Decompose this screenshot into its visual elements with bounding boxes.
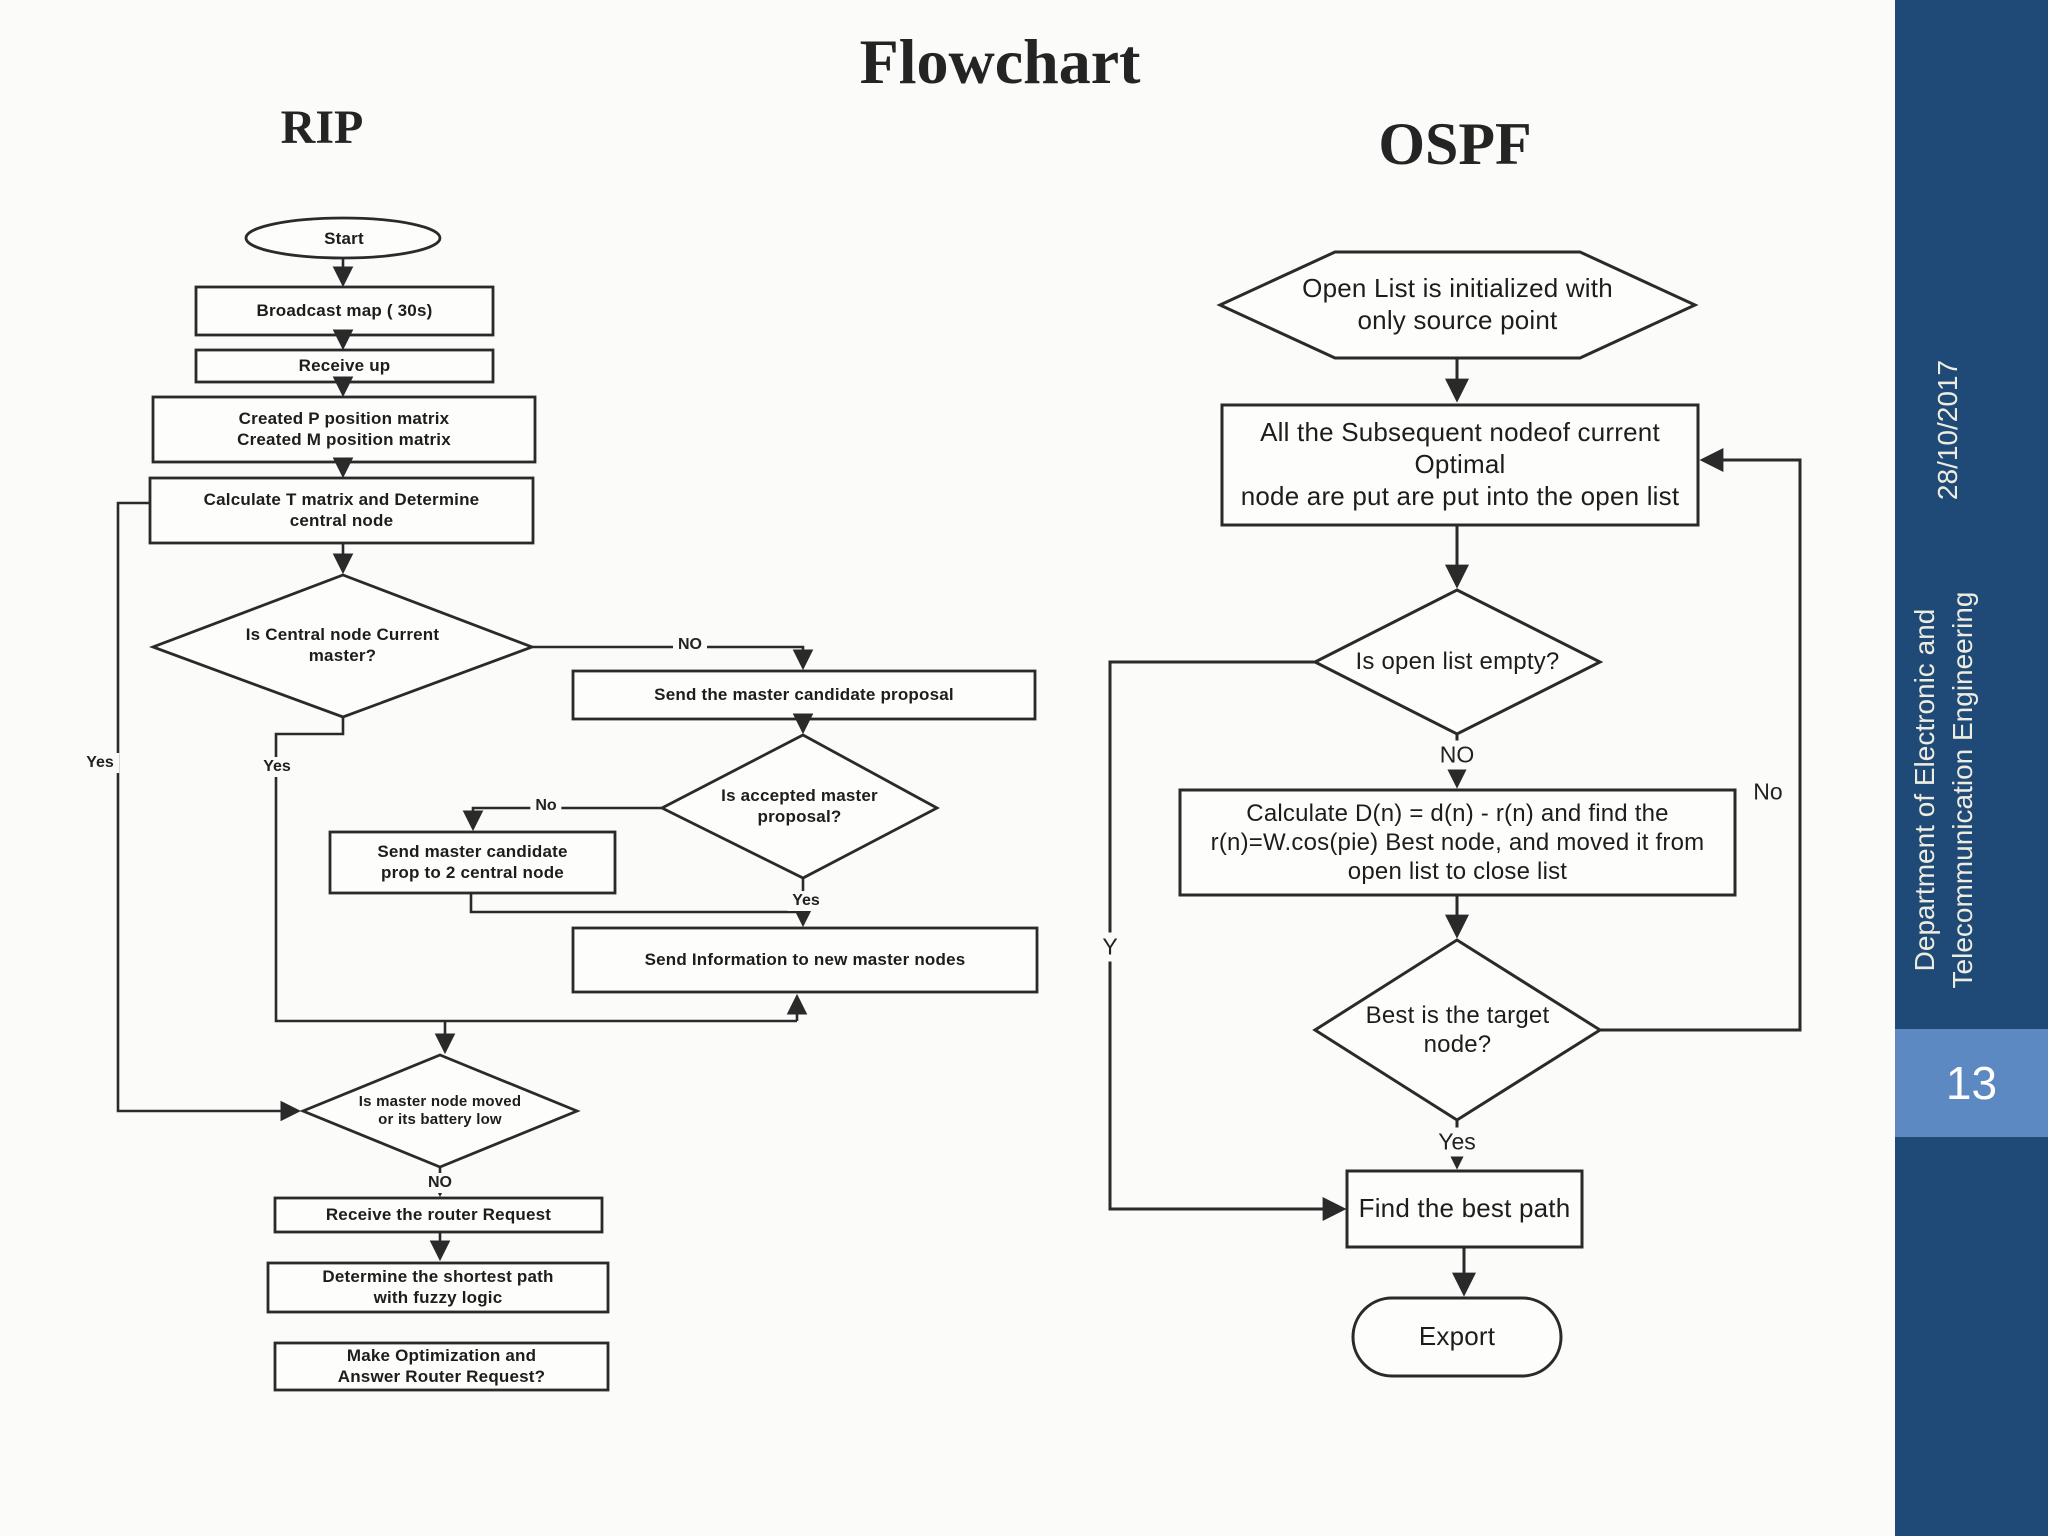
rip-receive-up-label: Receive up: [298, 355, 391, 375]
sidebar-department: Department of Electronic and Telecommuni…: [1906, 560, 1990, 1020]
ospf-label-y-left: Y: [1097, 932, 1123, 962]
rip-label-yes-outer: Yes: [81, 753, 119, 773]
rip-calculate-label: Calculate T matrix and Determine central…: [203, 489, 480, 530]
rip-receive-request-label: Receive the router Request: [325, 1204, 552, 1224]
rip-edge-no-upper: [532, 645, 814, 671]
ospf-heading: OSPF: [1378, 110, 1532, 177]
sidebar-department-line2: Telecommunication Engineering: [1946, 591, 1978, 989]
rip-make-opt-label: Make Optimization and Answer Router Requ…: [337, 1345, 546, 1386]
rip-send-prop2-label: Send master candidate prop to 2 central …: [377, 841, 568, 882]
rip-edge-prop2-merge: [469, 893, 803, 914]
ospf-export-shape: [1351, 1296, 1563, 1378]
rip-label-yes-inner: Yes: [258, 757, 296, 777]
rip-make-opt-shape: [273, 1341, 610, 1392]
ospf-open-list-label: Open List is initialized with only sourc…: [1302, 273, 1613, 335]
page-title: Flowchart: [859, 26, 1141, 97]
page-number: 13: [1945, 1057, 1998, 1109]
rip-label-no-upper: NO: [673, 635, 707, 655]
rip-send-prop2-shape: [328, 830, 617, 895]
rip-broadcast-shape: [194, 285, 495, 337]
rip-label-yes-mid: Yes: [787, 891, 825, 911]
ospf-label-no-bottom: NO: [1434, 740, 1480, 770]
rip-determine-path-label: Determine the shortest path with fuzzy l…: [322, 1266, 554, 1307]
sidebar-date: 28/10/2017: [1932, 359, 1963, 501]
rip-is-central-label: Is Central node Current master?: [245, 625, 440, 665]
ospf-label-yes-bottom: Yes: [1433, 1127, 1481, 1157]
rip-determine-path-shape: [266, 1261, 610, 1314]
ospf-is-target-label: Best is the target node?: [1365, 1001, 1550, 1058]
sidebar-department-line1: Department of Electronic and: [1909, 608, 1940, 972]
page-number-band: 13: [1895, 1029, 2048, 1137]
rip-receive-request-shape: [273, 1196, 604, 1234]
rip-created-shape: [151, 395, 537, 464]
ospf-calculate-label: Calculate D(n) = d(n) - r(n) and find th…: [1210, 799, 1705, 886]
rip-edge-yes-outer-loop: [116, 501, 302, 1122]
rip-created-label: Created P position matrix Created M posi…: [237, 408, 451, 449]
sidebar: [1895, 0, 2048, 1536]
rip-calculate-shape: [148, 476, 535, 545]
ospf-export-label: Export: [1418, 1321, 1496, 1352]
rip-heading: RIP: [280, 100, 364, 154]
rip-is-moved-label: Is master node moved or its battery low: [358, 1092, 522, 1128]
ospf-find-path-shape: [1345, 1169, 1584, 1249]
ospf-edge-no-loop: [1600, 448, 1802, 1032]
rip-start-label: Start: [324, 228, 364, 248]
rip-edge-no-mid: [462, 806, 662, 832]
ospf-is-empty-label: Is open list empty?: [1355, 648, 1560, 676]
rip-label-no-mid: No: [530, 796, 562, 816]
rip-is-accepted-label: Is accepted master proposal?: [721, 785, 878, 826]
ospf-find-path-label: Find the best path: [1358, 1193, 1571, 1224]
ospf-edge-y-loop: [1108, 660, 1347, 1221]
ospf-subsequent-shape: [1220, 403, 1700, 527]
rip-send-info-label: Send Information to new master nodes: [644, 949, 966, 969]
rip-send-proposal-label: Send the master candidate proposal: [654, 684, 954, 704]
ospf-subsequent-label: All the Subsequent nodeof current Optima…: [1240, 417, 1680, 511]
rip-label-no-lower: NO: [423, 1173, 457, 1193]
rip-send-proposal-shape: [571, 669, 1037, 721]
ospf-open-list-hexagon: [1216, 250, 1699, 360]
ospf-label-no-right: No: [1748, 777, 1788, 807]
rip-broadcast-label: Broadcast map ( 30s): [256, 300, 433, 320]
ospf-calculate-shape: [1178, 788, 1737, 897]
rip-edge-yes-inner: [274, 717, 797, 1023]
rip-send-info-shape: [571, 926, 1039, 994]
